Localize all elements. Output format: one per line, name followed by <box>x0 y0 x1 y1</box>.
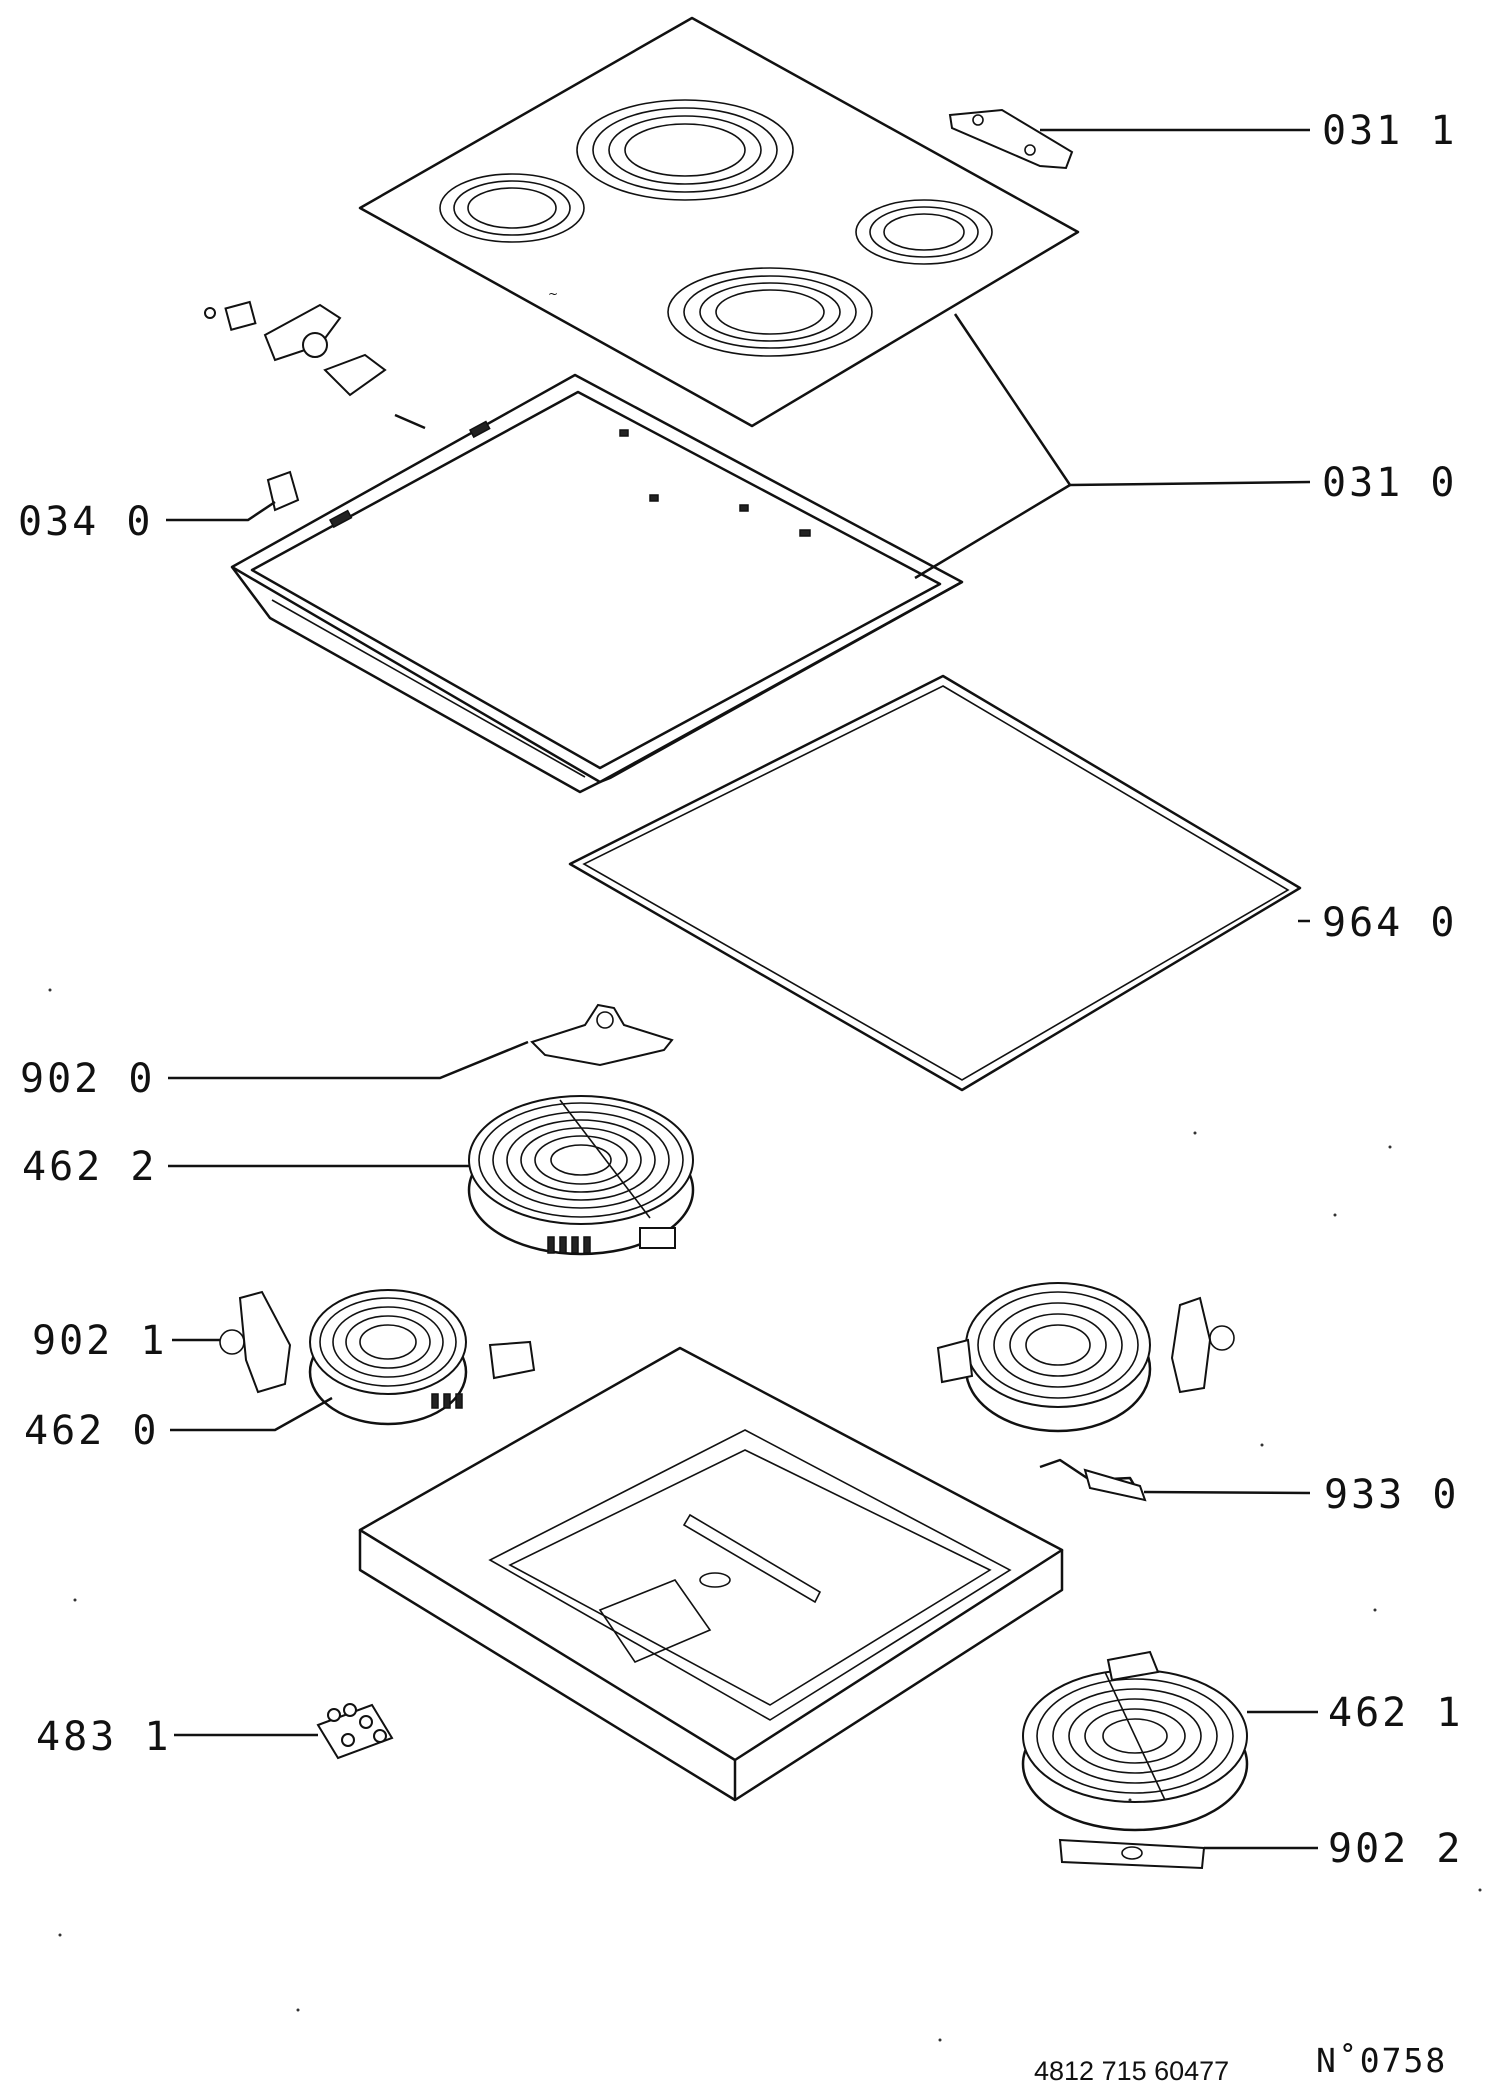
heating-element-462-0 <box>308 1289 536 1426</box>
bottom-tray <box>358 1346 1064 1802</box>
scan-dots <box>48 988 1482 2042</box>
label-462-0: 462 0 <box>24 1408 159 1454</box>
heating-element-right <box>936 1282 1235 1433</box>
label-034-0: 034 0 <box>18 499 153 545</box>
glass-logo-mark: ~ <box>548 287 558 301</box>
bracket-902-0 <box>530 1003 674 1067</box>
bracket-902-2 <box>1058 1838 1206 1870</box>
label-031-0: 031 0 <box>1322 460 1457 506</box>
top-bracket-part <box>948 108 1074 170</box>
hob-frame <box>230 373 964 794</box>
label-031-1: 031 1 <box>1322 108 1457 154</box>
label-462-2: 462 2 <box>22 1144 157 1190</box>
label-964-0: 964 0 <box>1322 900 1457 946</box>
heating-element-462-1 <box>1021 1650 1249 1832</box>
bracket-902-1 <box>219 1290 292 1394</box>
label-902-2: 902 2 <box>1328 1826 1463 1872</box>
label-902-0: 902 0 <box>20 1056 155 1102</box>
label-462-1: 462 1 <box>1328 1690 1463 1736</box>
clip-933-0 <box>1039 1458 1147 1502</box>
label-933-0: 933 0 <box>1324 1472 1459 1518</box>
terminal-block-483-1 <box>316 1703 394 1760</box>
glass-top-plate: ~ <box>358 16 1080 428</box>
leader-lines <box>166 128 1318 1850</box>
gasket <box>568 674 1302 1092</box>
label-902-1: 902 1 <box>32 1318 167 1364</box>
document-code: 4812 715 60477 <box>1034 2056 1229 2086</box>
document-number: N˚0758 <box>1316 2041 1447 2080</box>
heating-element-462-2 <box>467 1095 695 1256</box>
clip-parts-cluster <box>204 300 426 512</box>
label-483-1: 483 1 <box>36 1714 171 1760</box>
